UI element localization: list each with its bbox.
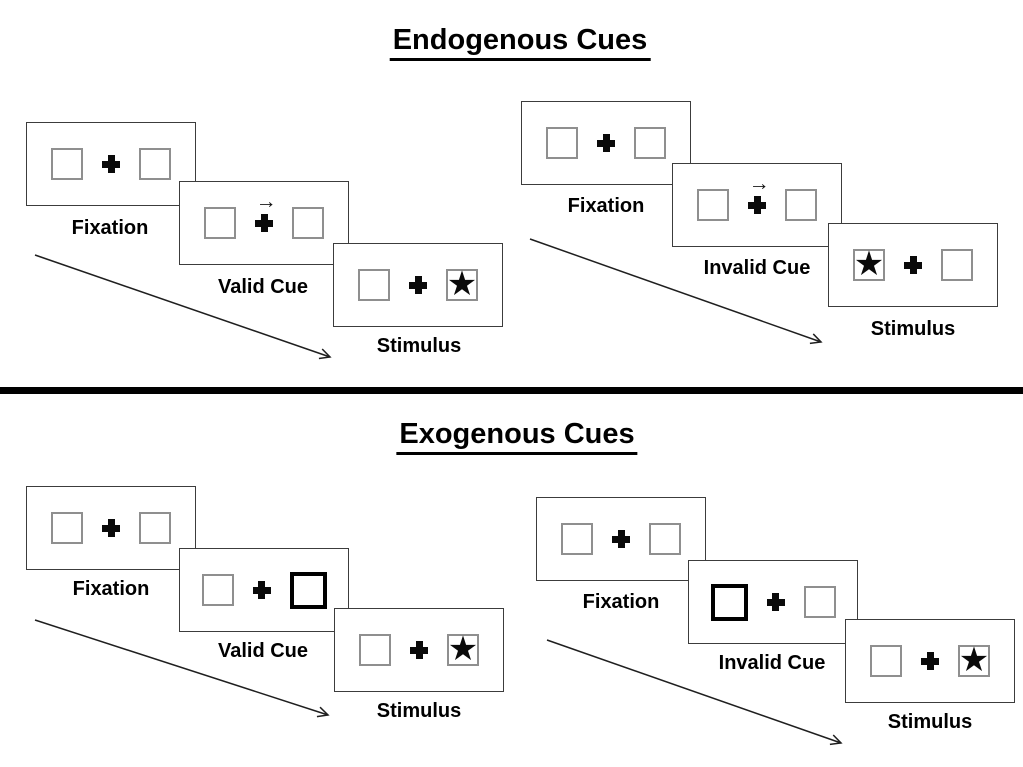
left-placeholder-box (204, 207, 236, 239)
left-placeholder-box (561, 523, 593, 555)
star-icon: ★ (958, 640, 990, 679)
right-placeholder-box (634, 127, 666, 159)
left-placeholder-box (359, 634, 391, 666)
exogenous-section-title: Exogenous Cues (396, 418, 638, 456)
star-icon: ★ (853, 244, 885, 283)
step-label-fixation: Fixation (567, 195, 645, 217)
cue-direction-arrow-icon: → (748, 172, 770, 195)
right-placeholder-box (139, 512, 171, 544)
right-placeholder-box (941, 249, 973, 281)
fixation-card (26, 486, 196, 570)
left-placeholder-box (546, 127, 578, 159)
fixation-cross-icon (409, 276, 427, 294)
fixation-cross-icon (612, 530, 630, 548)
valid-cue-card (179, 548, 349, 632)
left-placeholder-box (358, 269, 390, 301)
right-placeholder-box (803, 586, 836, 618)
stimulus-card: ★ (845, 619, 1015, 703)
right-placeholder-box (649, 523, 681, 555)
left-placeholder-box (870, 645, 902, 677)
fixation-cross-icon: → (748, 173, 770, 214)
left-highlighted-cue-box (710, 583, 748, 621)
step-label-stimulus: Stimulus (887, 711, 973, 733)
valid-cue-card: → (179, 181, 349, 265)
time-arrow-endogenous-invalid (529, 238, 823, 345)
right-target-box: ★ (447, 629, 479, 668)
invalid-cue-card (688, 560, 858, 644)
left-target-box: ★ (853, 244, 885, 283)
fixation-card (26, 122, 196, 206)
left-placeholder-box (201, 574, 234, 606)
fixation-cross-icon (766, 593, 785, 611)
step-label-invalid-cue: Invalid Cue (703, 257, 811, 279)
fixation-card (536, 497, 706, 581)
invalid-cue-card: → (672, 163, 842, 247)
endogenous-section-title: Endogenous Cues (389, 24, 651, 62)
right-placeholder-box (292, 207, 324, 239)
time-arrow-exogenous-invalid (546, 639, 843, 746)
left-placeholder-box (51, 148, 83, 180)
fixation-cross-icon (904, 256, 922, 274)
step-label-invalid-cue: Invalid Cue (718, 652, 826, 674)
right-target-box: ★ (958, 640, 990, 679)
fixation-cross-icon (102, 155, 120, 173)
fixation-cross-icon (921, 652, 939, 670)
step-label-valid-cue: Valid Cue (217, 276, 309, 298)
left-placeholder-box (697, 189, 729, 221)
fixation-cross-icon (410, 641, 428, 659)
step-label-stimulus: Stimulus (376, 700, 462, 722)
right-placeholder-box (139, 148, 171, 180)
fixation-cross-icon (597, 134, 615, 152)
step-label-stimulus: Stimulus (376, 335, 462, 357)
cue-direction-arrow-icon: → (255, 190, 277, 213)
fixation-card (521, 101, 691, 185)
stimulus-card: ★ (828, 223, 998, 307)
right-target-box: ★ (446, 264, 478, 303)
right-placeholder-box (785, 189, 817, 221)
star-icon: ★ (447, 629, 479, 668)
fixation-cross-icon (102, 519, 120, 537)
fixation-cross-icon (252, 581, 271, 599)
right-highlighted-cue-box (289, 571, 327, 609)
left-placeholder-box (51, 512, 83, 544)
section-divider (0, 387, 1023, 394)
time-arrow-exogenous-valid (34, 619, 330, 718)
star-icon: ★ (446, 264, 478, 303)
step-label-fixation: Fixation (72, 578, 150, 600)
step-label-stimulus: Stimulus (870, 318, 956, 340)
fixation-cross-icon: → (255, 191, 277, 232)
stimulus-card: ★ (334, 608, 504, 692)
stimulus-card: ★ (333, 243, 503, 327)
time-arrow-endogenous-valid (34, 254, 332, 360)
step-label-fixation: Fixation (71, 217, 149, 239)
step-label-valid-cue: Valid Cue (217, 640, 309, 662)
step-label-fixation: Fixation (582, 591, 660, 613)
